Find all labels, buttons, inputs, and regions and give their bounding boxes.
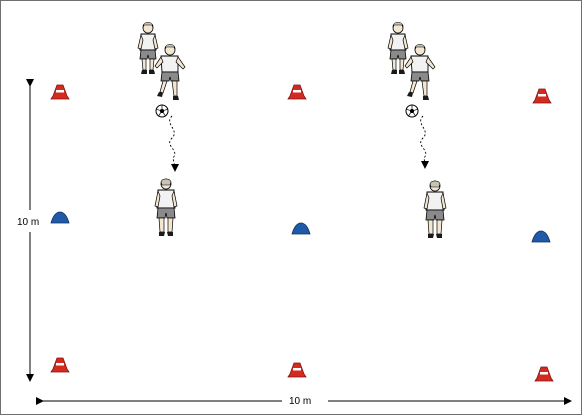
receiving-player-right <box>424 181 446 238</box>
vertical-dimension: 10 m <box>17 83 39 378</box>
cone-red-bottom-left <box>51 358 69 372</box>
dribble-path-right <box>421 116 426 164</box>
cone-blue-mid-left <box>51 212 69 223</box>
cone-blue-mid-right <box>532 231 550 242</box>
cone-red-bottom-center <box>288 363 306 377</box>
right-drill-group <box>388 22 446 238</box>
left-drill-group <box>138 22 185 236</box>
cone-red-top-center <box>288 85 306 99</box>
cone-red-bottom-right <box>535 367 553 381</box>
cone-red-top-left <box>51 85 69 99</box>
horizontal-dimension-label: 10 m <box>289 396 311 407</box>
dribble-arrow-left <box>171 164 179 172</box>
dribbling-player-right <box>405 44 435 100</box>
dribble-arrow-right <box>421 161 429 169</box>
cone-red-top-right <box>533 89 551 103</box>
horizontal-dimension: 10 m <box>40 396 568 407</box>
ball-right <box>406 105 418 117</box>
vertical-dimension-label: 10 m <box>17 217 39 228</box>
receiving-player-left <box>155 179 177 236</box>
dribble-path-left <box>170 116 175 168</box>
cone-blue-mid-center <box>292 223 310 234</box>
dribbling-player-left <box>155 44 185 100</box>
ball-left <box>156 105 168 117</box>
